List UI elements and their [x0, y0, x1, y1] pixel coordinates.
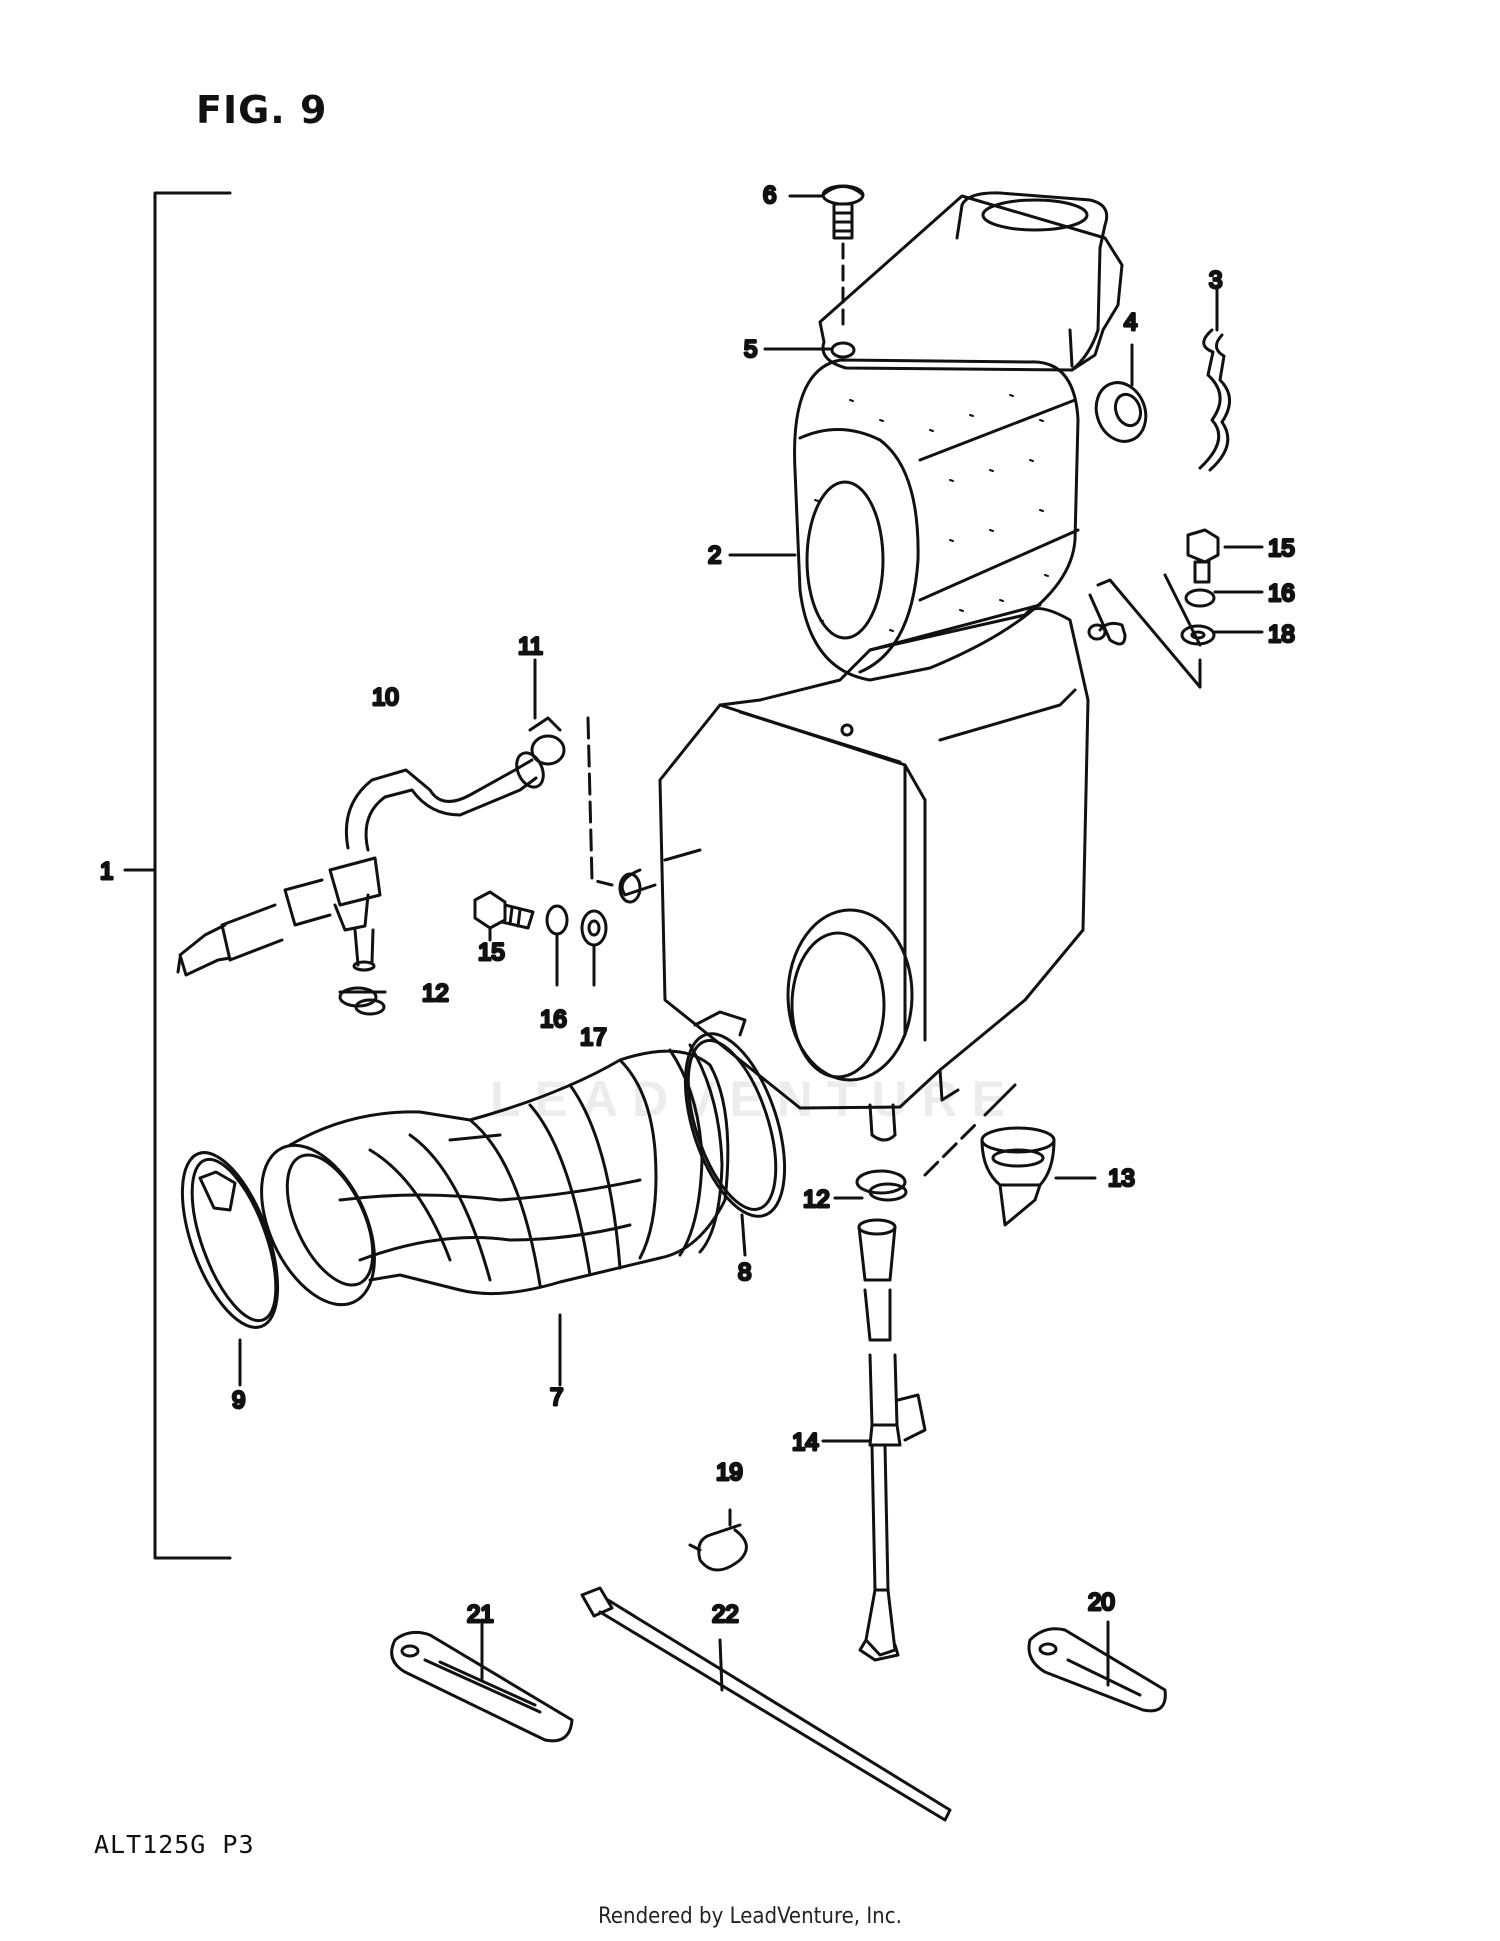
part-outlet-tube [260, 1043, 730, 1387]
part-clamp-band-20 [1027, 1620, 1167, 1713]
part-clip-19 [688, 1523, 748, 1572]
part-clamp-9 [180, 1151, 280, 1387]
callout-leaders [338, 194, 1264, 1527]
callout-6: 6 [763, 182, 776, 209]
callout-3: 3 [1209, 267, 1222, 294]
part-cap-cover [818, 191, 1124, 372]
callout-5: 5 [744, 336, 757, 363]
callout-18: 18 [1268, 621, 1295, 648]
part-air-filter-element [793, 358, 1080, 682]
footer-credit: Rendered by LeadVenture, Inc. [598, 1904, 902, 1929]
callout-2: 2 [708, 542, 721, 569]
part-breather-hose [176, 751, 545, 977]
callout-4: 4 [1124, 309, 1137, 336]
figure-title: FIG. 9 [196, 88, 328, 132]
callout-16-right: 16 [1268, 580, 1295, 607]
part-washer-17 [580, 909, 608, 987]
part-air-cleaner-case [618, 593, 1127, 1142]
callout-20: 20 [1088, 1589, 1115, 1616]
reference-line-13 [923, 1083, 1017, 1177]
part-clamp-11 [528, 658, 566, 766]
part-drain-plug [980, 1126, 1056, 1227]
callout-1: 1 [100, 858, 113, 885]
part-clamp-band-21 [390, 1618, 574, 1743]
callout-10: 10 [372, 684, 399, 711]
callout-7: 7 [550, 1384, 563, 1411]
part-cable-tie [580, 1586, 952, 1822]
callout-13: 13 [1108, 1165, 1135, 1192]
part-bolt-right [1186, 528, 1220, 584]
callout-15-left: 15 [478, 939, 505, 966]
callout-17: 17 [580, 1024, 607, 1051]
part-screw [821, 184, 865, 332]
callout-22: 22 [712, 1601, 739, 1628]
callout-21: 21 [467, 1601, 494, 1628]
callout-12-left: 12 [422, 980, 449, 1007]
part-lock-washer-left [545, 904, 569, 987]
reference-line-11 [586, 716, 614, 887]
callout-19: 19 [716, 1459, 743, 1486]
part-clip-3 [1198, 288, 1231, 472]
part-clip-12-right [855, 1169, 908, 1202]
callout-9: 9 [232, 1387, 245, 1414]
part-clip-12-left [338, 986, 386, 1016]
callout-16-left: 16 [540, 1006, 567, 1033]
assembly-bracket [123, 191, 232, 1560]
callout-12-right: 12 [803, 1186, 830, 1213]
part-bolt-left [473, 890, 535, 942]
page-code: ALT125G P3 [94, 1830, 255, 1859]
part-drain-hose [857, 1218, 927, 1662]
part-lock-washer-right [1184, 588, 1216, 608]
part-washer-18 [1180, 624, 1216, 646]
callout-8: 8 [738, 1259, 751, 1286]
callout-14: 14 [792, 1429, 819, 1456]
watermark: LEADVENTURE [490, 1071, 1020, 1127]
callout-11: 11 [518, 633, 543, 660]
part-clamp-8 [683, 1010, 787, 1257]
part-cushion [1094, 343, 1148, 443]
callout-15-right: 15 [1268, 535, 1295, 562]
